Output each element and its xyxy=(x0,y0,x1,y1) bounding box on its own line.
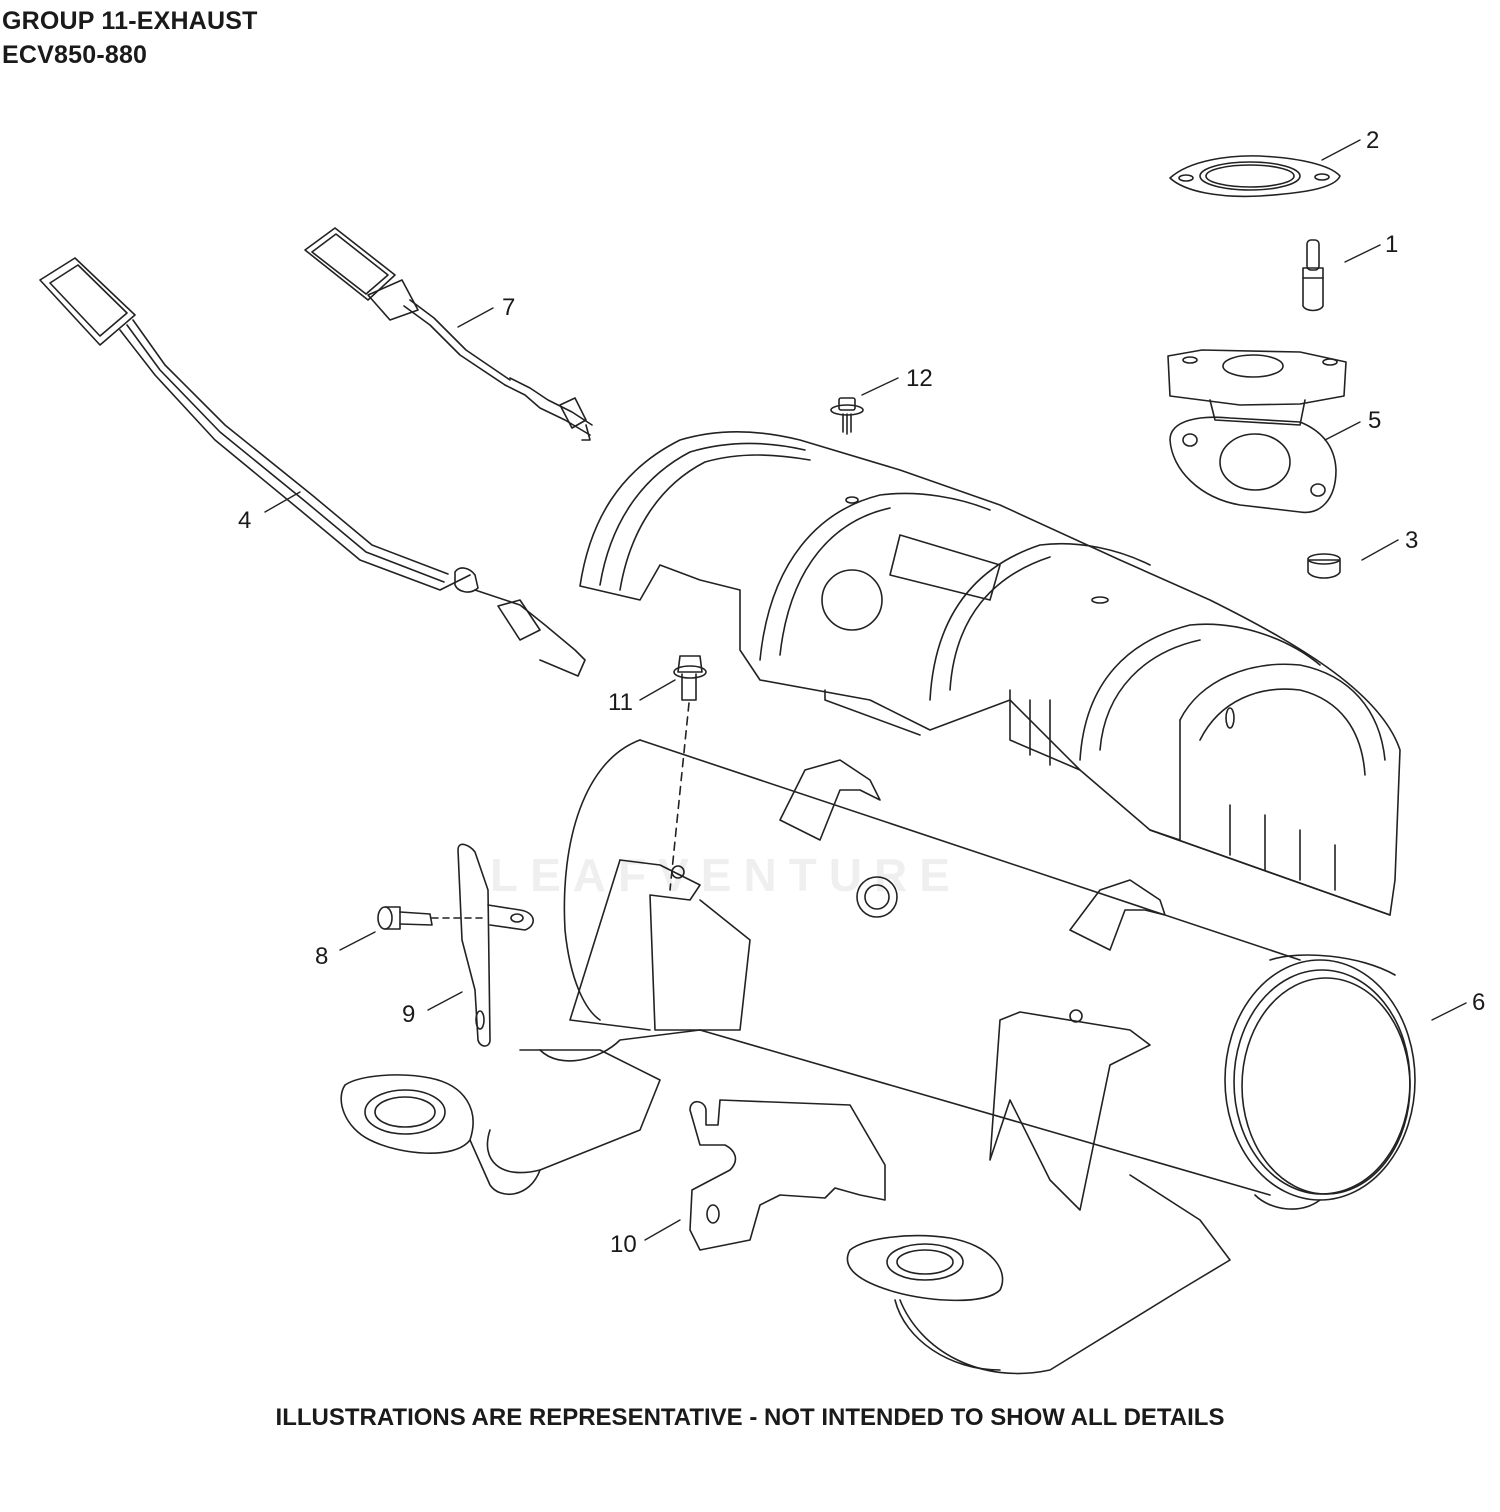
screw-part-11 xyxy=(669,655,707,891)
bracket-part-9 xyxy=(457,843,534,1047)
callout-7: 7 xyxy=(502,294,515,321)
callout-8: 8 xyxy=(315,943,328,970)
oxygen-sensor-part-4 xyxy=(39,257,586,677)
callout-3: 3 xyxy=(1405,527,1418,554)
callout-2: 2 xyxy=(1366,127,1379,154)
callout-10: 10 xyxy=(610,1231,637,1258)
callout-5: 5 xyxy=(1368,407,1381,434)
heat-shield-part xyxy=(579,430,1401,916)
callout-9: 9 xyxy=(402,1001,415,1028)
callout-6: 6 xyxy=(1472,989,1485,1016)
disclaimer-footer: ILLUSTRATIONS ARE REPRESENTATIVE - NOT I… xyxy=(275,1404,1225,1431)
oxygen-sensor-part-7 xyxy=(304,227,593,441)
gasket-part xyxy=(1169,155,1341,198)
engine-model: ECV850-880 xyxy=(2,41,148,69)
screw-part-12 xyxy=(830,397,864,435)
muffler-part xyxy=(340,739,1416,1375)
nut-part xyxy=(1307,553,1341,579)
pin-part xyxy=(1302,239,1324,312)
callout-11: 11 xyxy=(608,689,633,716)
diagram-title: GROUP 11-EXHAUST xyxy=(2,7,258,35)
callout-1: 1 xyxy=(1385,231,1398,258)
watermark: LEAFVENTURE xyxy=(490,849,962,901)
exhaust-adapter-part xyxy=(1167,349,1347,514)
bracket-part-10 xyxy=(689,1099,886,1251)
callout-12: 12 xyxy=(906,365,933,392)
callout-leaders xyxy=(264,139,1467,1241)
callout-4: 4 xyxy=(238,507,251,534)
bolt-part-8 xyxy=(377,906,486,930)
